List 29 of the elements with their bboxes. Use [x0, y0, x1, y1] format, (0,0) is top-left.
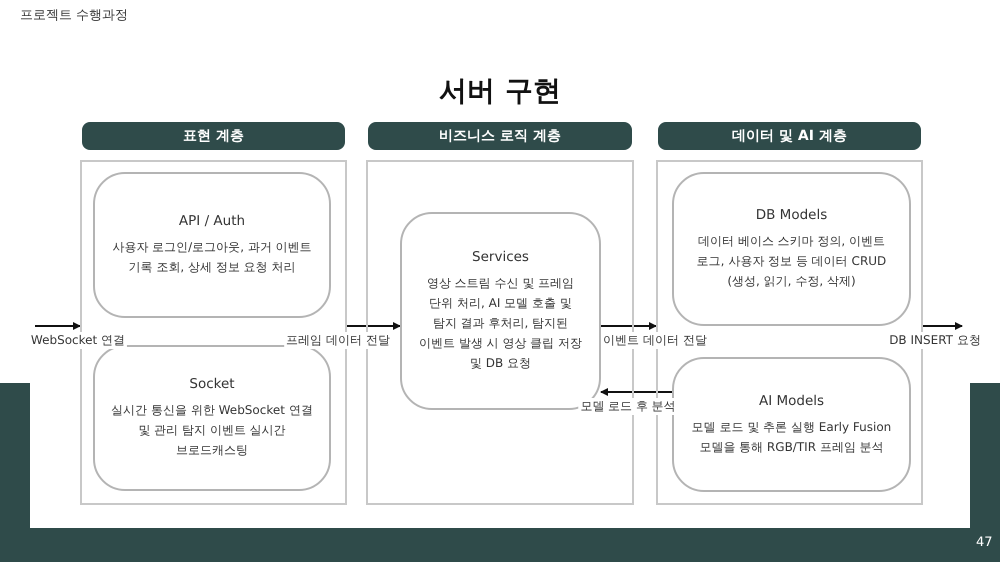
arrow: [347, 322, 401, 330]
layer-header: 표현 계층: [82, 122, 345, 150]
rounded-box: [400, 212, 601, 410]
title-text: 서버 구현: [438, 73, 562, 109]
box-heading: DB Models: [756, 207, 828, 223]
edge-label: WebSocket 연결: [28, 332, 128, 349]
edge-label: 프레임 데이터 전달: [284, 332, 392, 349]
box-description: 영상 스트림 수신 및 프레임 단위 처리, AI 모델 호출 및 탐지 결과 후처리, 탐지된 이벤트 발생 시 영상 클립 저장 및 DB 요청: [418, 275, 584, 372]
edge-label: 이벤트 데이터 전달: [601, 332, 709, 349]
section-label: 프로젝트 수행과정: [20, 7, 128, 24]
rounded-box: [93, 172, 331, 318]
rounded-box: [93, 345, 331, 491]
arrow: [923, 322, 963, 330]
arrow: [600, 388, 672, 396]
page-number: 47: [976, 535, 993, 550]
arrow: [35, 322, 81, 330]
box-heading: API / Auth: [178, 213, 246, 229]
layer-header: 비즈니스 로직 계층: [368, 122, 632, 150]
box-heading: AI Models: [758, 392, 824, 408]
box-description: 사용자 로그인/로그아웃, 과거 이벤트 기록 조회, 상세 정보 요청 처리: [111, 239, 313, 276]
layer-header: 데이터 및 AI 계층: [658, 122, 921, 150]
box-heading: Services: [472, 249, 529, 265]
box-heading: Socket: [189, 376, 235, 392]
rounded-box: [672, 357, 911, 492]
arrow: [601, 322, 657, 330]
box-description: 데이터 베이스 스키마 정의, 이벤트 로그, 사용자 정보 등 데이터 CRUD (생성, 읽기, 수정, 삭제): [696, 233, 888, 290]
rounded-box: [672, 172, 911, 326]
box-description: 모델 로드 및 추론 실행 Early Fusion 모델을 통해 RGB/TIR 프레임 분석: [690, 418, 892, 456]
box-description: 실시간 통신을 위한 WebSocket 연결 및 관리 탐지 이벤트 실시간 브로드캐스팅: [110, 402, 314, 459]
